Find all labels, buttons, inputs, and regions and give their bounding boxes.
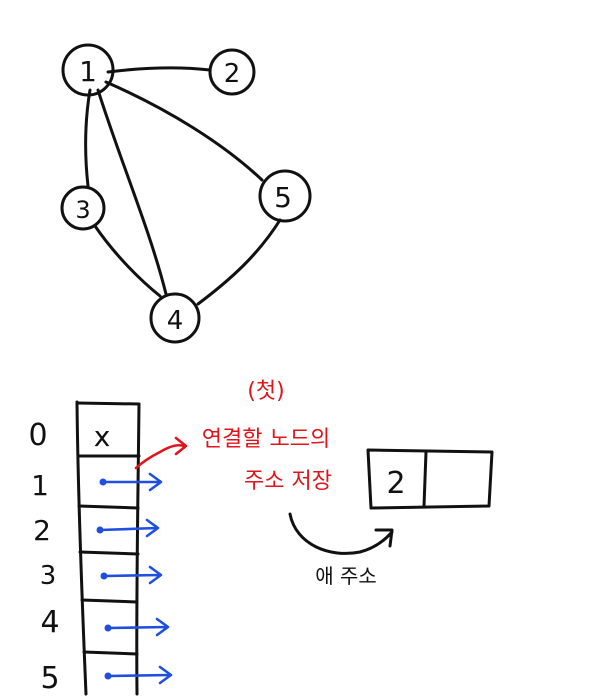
next-pointer-arrow [288, 512, 394, 555]
array-divider-3 [78, 550, 140, 556]
array-index-1: 1 [31, 469, 49, 502]
graph-node-1: 1 [61, 43, 115, 97]
pointer-line [101, 472, 163, 492]
edge-1-3 [84, 88, 92, 188]
node-circle [61, 43, 115, 97]
edge-4-5 [196, 218, 282, 306]
node-label: 2 [224, 59, 241, 89]
null-marker: x [94, 420, 111, 453]
node-circle [60, 185, 106, 231]
annotation-line-1: 연결할 노드의 [202, 427, 330, 452]
edge-3-4 [93, 224, 162, 298]
array-left-border [75, 400, 88, 696]
node-circle [258, 169, 312, 223]
pointer-line [106, 665, 173, 685]
edge-1-4 [96, 88, 168, 296]
pointer-line [102, 565, 163, 585]
node-box-divider [422, 450, 428, 508]
graph-node-4: 4 [149, 292, 201, 344]
array-top-border [75, 401, 141, 406]
array-index-3: 3 [40, 561, 57, 591]
edge-1-5 [104, 80, 264, 182]
node-circle [208, 48, 256, 96]
annotation-line-2: 주소 저장 [244, 469, 332, 494]
pointer-arrows [96, 472, 173, 685]
pointer-arrow-1 [99, 472, 163, 492]
annotation-arrow [134, 436, 188, 470]
array-right-border [135, 402, 141, 696]
pointer-arrow-5 [104, 665, 173, 685]
graph-node-2: 2 [208, 48, 256, 96]
node-circle [149, 292, 201, 344]
node-label: 1 [79, 55, 97, 88]
list-node-box: 2 [366, 448, 494, 510]
pointer-arrow-4 [104, 617, 170, 637]
adjacency-array: x 0 1 2 3 4 5 [28, 400, 141, 696]
array-divider-5 [82, 650, 139, 656]
red-annotation: (첫) 연결할 노드의 주소 저장 [134, 379, 332, 494]
annotation-paren-text: (첫) [247, 379, 284, 404]
next-label: 애 주소 [315, 564, 377, 588]
next-arrow-curve [288, 512, 394, 555]
graph-edges [84, 66, 282, 306]
node-box-value: 2 [386, 466, 405, 501]
array-index-2: 2 [33, 514, 51, 547]
node-label: 4 [167, 306, 184, 336]
node-box-outline [366, 448, 494, 510]
pointer-arrow-3 [100, 565, 163, 585]
node-label: 3 [75, 196, 90, 224]
pointer-line [106, 617, 170, 637]
pointer-arrow-2 [96, 518, 160, 538]
edge-1-2 [106, 66, 212, 74]
array-index-5: 5 [40, 661, 59, 696]
graph-node-5: 5 [258, 169, 312, 223]
array-divider-2 [77, 504, 140, 510]
array-index-4: 4 [40, 605, 59, 640]
array-index-0: 0 [28, 418, 47, 453]
pointer-line [98, 518, 160, 538]
graph-node-3: 3 [60, 185, 106, 231]
array-divider-4 [80, 598, 139, 604]
node-label: 5 [274, 181, 292, 214]
